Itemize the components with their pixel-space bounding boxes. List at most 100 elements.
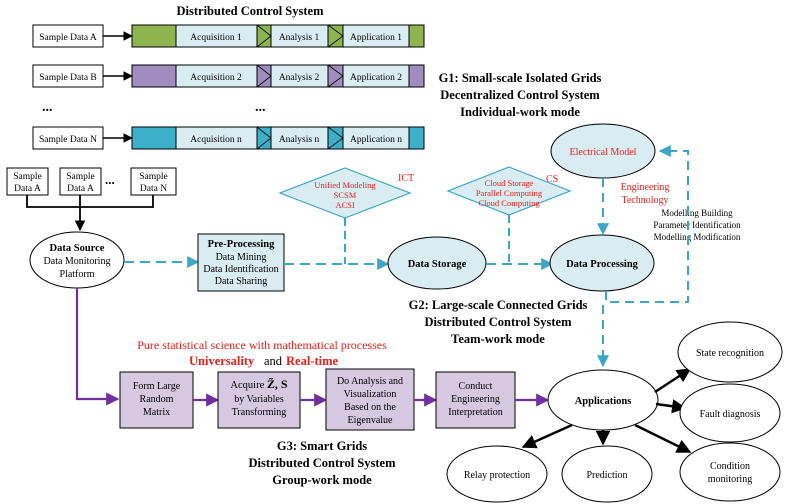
statistics-line1: Pure statistical science with mathematic… — [137, 338, 387, 352]
stage-box — [175, 126, 258, 150]
g3-line3: Group-work mode — [272, 473, 372, 487]
cs-label: CS — [546, 174, 558, 185]
step4-line: Engineering — [451, 394, 500, 405]
step-analysis — [325, 368, 415, 431]
sample-box-small-n — [130, 167, 177, 196]
pipeline-row-2: Sample Data B Acquisition 2 Analysis 2 A… — [32, 64, 425, 88]
engineering-item: Modelling Building — [661, 208, 733, 218]
step3-line: Eigenvalue — [348, 415, 394, 426]
step2-heading: Acquire Z̃, S — [230, 377, 287, 391]
cs-item: Cloud Computing — [478, 198, 540, 208]
stage-label: Application n — [350, 135, 402, 145]
g2-line2: Distributed Control System — [425, 315, 573, 329]
preprocessing-item: Data Mining — [216, 252, 267, 263]
engineering-line1: Engineering — [621, 182, 670, 193]
data-source-line1: Data Monitoring — [44, 256, 111, 267]
g1-heading: G1: Small-scale Isolated Grids Decentral… — [439, 71, 602, 119]
step2-symbol: Z̃, S — [267, 377, 288, 391]
stage-label: Analysis 1 — [279, 33, 320, 43]
g2-line3: Team-work mode — [451, 332, 545, 346]
applications-label: Applications — [575, 396, 632, 407]
preprocessing-box — [197, 233, 285, 292]
sample-small-a2-l1: Sample — [66, 172, 95, 182]
stage-box — [175, 64, 258, 88]
step2-line: by Variables — [234, 394, 284, 405]
step2-prefix: Acquire — [230, 380, 266, 391]
preprocessing-item: Data Identification — [203, 264, 278, 275]
relay-protection-label: Relay protection — [464, 470, 530, 481]
relay-protection-node — [446, 445, 548, 503]
step-acquire — [217, 371, 301, 429]
sample-label-a: Sample Data A — [39, 33, 97, 43]
fault-diagnosis-node — [679, 383, 781, 443]
fault-diagnosis-label: Fault diagnosis — [700, 409, 761, 420]
preprocessing-title: Pre-Processing — [208, 239, 275, 250]
condition-monitoring-line2: monitoring — [708, 474, 752, 485]
pipeline-title: Distributed Control System — [177, 4, 325, 18]
sample-label-b: Sample Data B — [39, 73, 97, 83]
data-storage-label: Data Storage — [408, 259, 467, 270]
pipeline-row-1: Sample Data A Acquisition 1 Analysis 1 A… — [32, 24, 425, 48]
engineering-line2: Technology — [621, 195, 668, 206]
step3-line: Visualization — [344, 389, 397, 400]
step3-line: Do Analysis and — [337, 376, 403, 387]
step-interpretation — [435, 371, 516, 429]
g1-line1: G1: Small-scale Isolated Grids — [439, 71, 602, 85]
step1-line: Random — [140, 394, 174, 405]
cs-item: Parallel Computing — [476, 188, 543, 198]
prediction-node — [561, 445, 653, 503]
g3-line2: Distributed Control System — [249, 456, 397, 470]
pipeline-row-n: Sample Data N Acquisition n Analysis n A… — [32, 126, 425, 150]
g2-heading: G2: Large-scale Connected Grids Distribu… — [409, 298, 588, 346]
step2-line: Transforming — [232, 407, 287, 418]
data-source-title: Data Source — [50, 243, 105, 254]
engineering-item: Parameter Identification — [653, 220, 741, 230]
electrical-model-label: Electrical Model — [570, 147, 637, 158]
preprocessing-item: Data Sharing — [215, 276, 268, 287]
state-recognition-label: State recognition — [696, 348, 764, 359]
condition-monitoring-line1: Condition — [710, 461, 750, 472]
data-processing-label: Data Processing — [566, 259, 639, 270]
step1-line: Form Large — [133, 381, 181, 392]
statistics-universality: Universality — [189, 354, 255, 368]
ict-label: ICT — [398, 173, 414, 184]
statistics-realtime: Real-time — [286, 354, 339, 368]
state-recognition-node — [677, 321, 783, 383]
sample-small-a2-l2: Data A — [67, 184, 94, 194]
data-source-line2: Platform — [60, 269, 95, 280]
sample-small-a1-l1: Sample — [13, 172, 42, 182]
cs-item: Cloud Storage — [485, 178, 534, 188]
sample-box-small-a2 — [59, 167, 102, 196]
pipeline-ellipsis-mid: ... — [255, 100, 266, 115]
ict-item: SCSM — [334, 190, 357, 200]
stage-label: Analysis 2 — [279, 73, 320, 83]
g3-heading: G3: Smart Grids Distributed Control Syst… — [249, 439, 397, 487]
ict-item: ACSI — [335, 200, 355, 210]
sample-label-n: Sample Data N — [39, 135, 97, 145]
step4-line: Conduct — [459, 381, 493, 392]
step1-line: Matrix — [143, 407, 170, 418]
stage-label: Application 2 — [350, 73, 402, 83]
step4-line: Interpretation — [448, 407, 502, 418]
step3-line: Based on the — [344, 402, 396, 413]
g3-line1: G3: Smart Grids — [277, 439, 367, 453]
sample-small-a1-l2: Data A — [14, 184, 41, 194]
stage-label: Acquisition 2 — [190, 73, 242, 83]
statistics-conj: and — [264, 354, 283, 368]
g1-line2: Decentralized Control System — [440, 88, 600, 102]
sample-small-n-l1: Sample — [139, 172, 168, 182]
pipeline-ellipsis-left: ... — [42, 100, 53, 115]
ict-item: Unified Modeling — [314, 180, 376, 190]
samples-ellipsis: ... — [105, 172, 115, 187]
condition-monitoring-node — [679, 442, 781, 502]
prediction-label: Prediction — [586, 470, 627, 481]
engineering-item: Modelling Modification — [654, 232, 741, 242]
sample-small-n-l2: Data N — [140, 184, 167, 194]
g1-line3: Individual-work mode — [460, 105, 580, 119]
stage-label: Application 1 — [350, 33, 402, 43]
stage-label: Analysis n — [279, 135, 320, 145]
stage-label: Acquisition n — [190, 135, 242, 145]
stage-box — [175, 24, 258, 48]
